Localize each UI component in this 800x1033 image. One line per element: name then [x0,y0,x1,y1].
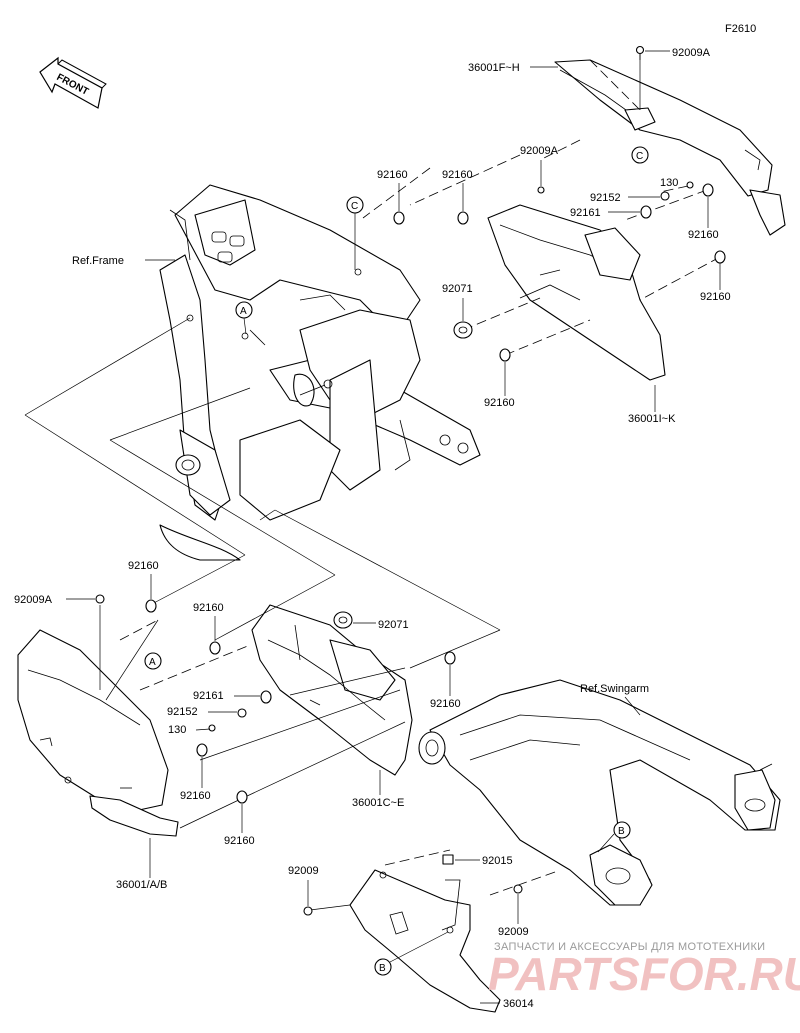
part-labels: 92009A 36001F~H 92009A 92160 92160 130 9… [14,47,731,1010]
grommet-92160-lower-a-icon [196,743,208,757]
side-cover-left-drawing [17,629,179,837]
watermark-tagline: ЗАПЧАСТИ И АКСЕССУАРЫ ДЛЯ МОТОТЕХНИКИ [494,941,765,953]
bolt-92009a-left-icon [95,594,105,604]
label-92160-lower-b: 92160 [224,835,255,847]
bolt-92009a-mid-icon [537,186,545,194]
marker-b-swingarm: B [597,821,631,853]
washer-92152-top-icon [660,191,670,201]
grommet-92071-top-icon [453,321,473,339]
washer-92152-center-icon [237,708,247,718]
grommet-92160-b-icon [457,211,469,225]
label-92160-center-right: 92160 [430,698,461,710]
label-92009a-mid: 92009A [520,145,559,157]
grommet-92160-e-icon [499,348,511,362]
label-92160-b: 92160 [442,169,473,181]
label-92071-top: 92071 [442,283,473,295]
bolt-92009-left-icon [303,906,313,916]
label-92152-center: 92152 [167,706,198,718]
fasteners [95,45,726,916]
label-92152-top: 92152 [590,192,621,204]
label-92160-lower-a: 92160 [180,790,211,802]
grommet-92160-left-icon [145,599,157,613]
marker-c-frame: C [346,196,364,270]
label-92160-a: 92160 [377,169,408,181]
nut-92015-icon [442,854,454,865]
label-92009-right: 92009 [498,926,529,938]
label-92015: 92015 [482,855,513,867]
watermark-brand: PARTSFOR.RU [488,948,800,1000]
front-arrow-icon: FRONT [39,56,107,109]
side-cover-right-drawing [487,204,666,381]
svg-text:A: A [149,657,156,668]
grommet-92160-c-icon [702,183,714,197]
screw-130-top-icon [686,181,694,189]
svg-text:B: B [618,826,625,837]
watermark: ЗАПЧАСТИ И АКСЕССУАРЫ ДЛЯ МОТОТЕХНИКИ PA… [488,941,800,1000]
label-92160-mid: 92160 [193,602,224,614]
grommet-92160-mid-icon [209,641,221,655]
label-92071-center: 92071 [378,619,409,631]
grommet-92160-d-icon [714,250,726,264]
swingarm-drawing [418,679,781,906]
svg-text:A: A [240,306,247,317]
label-ref-swingarm: Ref.Swingarm [580,683,649,695]
frame-drawing [159,184,481,561]
collar-92161-center-icon [260,690,272,704]
label-92009a-top: 92009A [672,47,711,59]
label-92160-d: 92160 [700,291,731,303]
screw-130-center-icon [195,724,216,732]
figure-code: F2610 [725,23,756,35]
label-36001fh: 36001F~H [468,62,520,74]
svg-text:B: B [379,963,386,974]
chain-guard-drawing [349,869,501,1013]
marker-a-frame: A [235,301,253,335]
grommet-92071-center-icon [333,611,353,629]
label-92161-center: 92161 [193,690,224,702]
marker-c-top: C [631,146,649,164]
assembly-lines [24,52,721,911]
label-36014: 36014 [503,998,534,1010]
label-ref-frame: Ref.Frame [72,255,124,267]
grommet-92160-center-right-icon [444,651,456,665]
label-92009-left: 92009 [288,865,319,877]
marker-b-guard: B [374,931,449,976]
label-36001ik: 36001I~K [628,413,676,425]
side-cover-center-drawing [251,604,413,776]
side-cover-upper-right-drawing [554,59,786,236]
marker-a-cover: A [144,652,162,670]
collar-92161-top-icon [640,205,652,219]
label-92161-top: 92161 [570,207,601,219]
svg-text:C: C [351,201,358,212]
svg-text:C: C [636,151,643,162]
label-92009a-left: 92009A [14,594,53,606]
label-36001ab: 36001/A/B [116,879,167,891]
label-36001ce: 36001C~E [352,797,404,809]
grommet-92160-lower-b-icon [236,790,248,804]
label-92160-left: 92160 [128,560,159,572]
bolt-92009a-top-icon [635,45,645,60]
label-130-top: 130 [660,177,678,189]
label-130-center: 130 [168,724,186,736]
bolt-92009-right-icon [513,884,523,894]
grommet-92160-a-icon [393,211,405,225]
label-92160-e: 92160 [484,397,515,409]
label-92160-c: 92160 [688,229,719,241]
